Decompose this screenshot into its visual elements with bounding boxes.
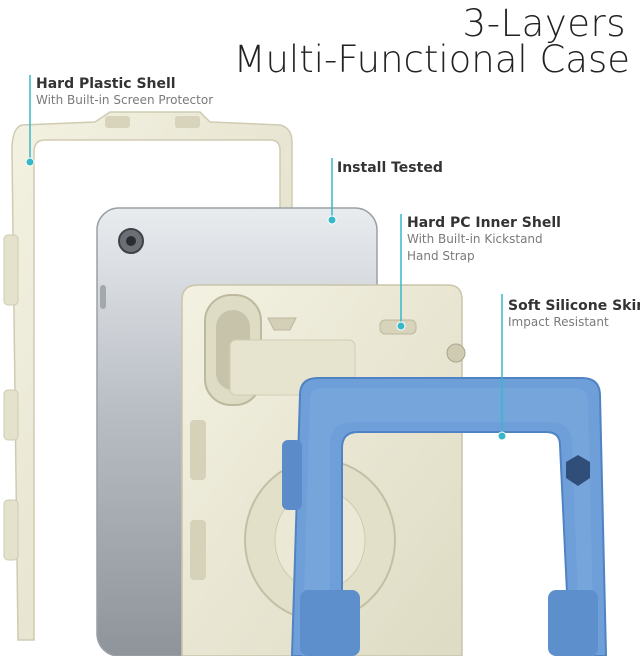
- callout-subtext: Hand Strap: [407, 249, 475, 263]
- headline-line-1: 3-Layers: [462, 2, 626, 45]
- soft-silicone-skin: [282, 377, 608, 656]
- callout-heading: Hard PC Inner Shell: [407, 215, 561, 231]
- callout-hard-plastic-shell: Hard Plastic Shell With Built-in Screen …: [36, 76, 213, 109]
- callout-install-tested: Install Tested: [337, 160, 443, 176]
- callout-hard-pc-inner-shell: Hard PC Inner Shell With Built-in Kickst…: [407, 215, 561, 265]
- callout-subtext: Impact Resistant: [508, 315, 609, 329]
- callout-soft-silicone-skin: Soft Silicone Skin Impact Resistant: [508, 298, 640, 331]
- callout-heading: Install Tested: [337, 160, 443, 176]
- callout-leaders: [25, 75, 507, 441]
- callout-heading: Soft Silicone Skin: [508, 298, 640, 314]
- callout-subtext: With Built-in Screen Protector: [36, 93, 214, 107]
- callout-subtext: With Built-in Kickstand: [407, 232, 543, 246]
- hard-plastic-shell: [3, 111, 293, 641]
- callout-heading: Hard Plastic Shell: [36, 76, 176, 92]
- headline-line-2: Multi-Functional Case: [233, 38, 630, 81]
